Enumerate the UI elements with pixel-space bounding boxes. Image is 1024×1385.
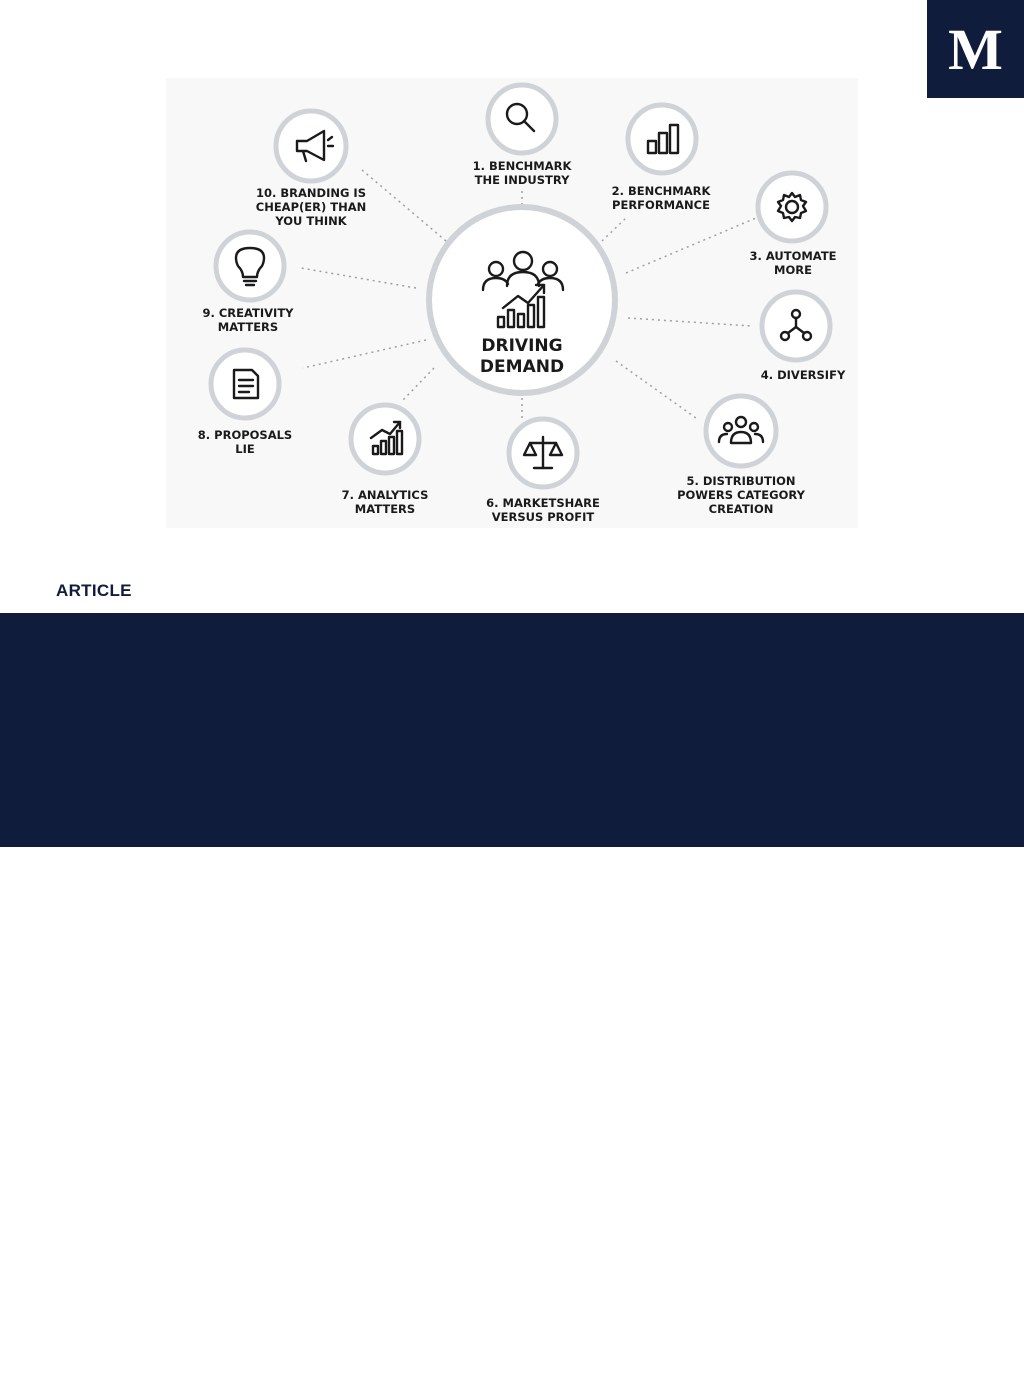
brand-logo[interactable]: M [927, 0, 1024, 98]
lightbulb-icon [234, 246, 266, 287]
article-title[interactable]: Part 2: Marketplace Fundamentals 10 Less… [36, 1285, 763, 1385]
node-label-marketshare: 6. MARKETSHARE VERSUS PROFIT [486, 496, 600, 524]
network-icon [779, 308, 813, 342]
node-label-automate-more: 3. AUTOMATE MORE [749, 249, 837, 277]
article-title-line2: 10 Lessons on Driving Demand [36, 1335, 687, 1384]
node-label-benchmark-industry: 1. BENCHMARK THE INDUSTRY [472, 159, 572, 187]
node-label-analytics: 7. ANALYTICS MATTERS [341, 488, 429, 516]
center-label: DRIVING DEMAND [479, 336, 565, 377]
center-hub [426, 204, 618, 396]
megaphone-icon [295, 129, 335, 163]
people-icon [717, 415, 765, 445]
bar-chart-icon [646, 123, 680, 155]
article-banner[interactable]: Part 2: Marketplace Fundamentals 10 Less… [0, 613, 1024, 1384]
magnifier-icon [505, 102, 536, 133]
node-label-distribution: 5. DISTRIBUTION POWERS CATEGORY CREATION [677, 474, 805, 516]
team-growth-icon [481, 250, 565, 329]
scale-icon [522, 435, 564, 470]
node-label-creativity: 9. CREATIVITY MATTERS [202, 306, 294, 334]
driving-demand-diagram: DRIVING DEMAND 1. BENCHMARK THE INDUSTRY… [166, 78, 858, 528]
node-label-benchmark-performance: 2. BENCHMARK PERFORMANCE [611, 184, 711, 212]
article-title-line1: Part 2: Marketplace Fundamentals [36, 1285, 763, 1334]
diagram-graphic [208, 82, 833, 490]
node-label-diversify: 4. DIVERSIFY [760, 368, 846, 382]
node-label-proposals: 8. PROPOSALS LIE [197, 428, 293, 456]
growth-chart-icon [369, 420, 404, 456]
article-tag: ARTICLE [56, 581, 132, 600]
document-icon [232, 368, 260, 400]
brand-logo-letter: M [948, 16, 1003, 82]
node-label-branding: 10. BRANDING IS CHEAP(ER) THAN YOU THINK [255, 186, 367, 228]
node-rings [208, 82, 833, 490]
gear-icon [776, 191, 808, 223]
